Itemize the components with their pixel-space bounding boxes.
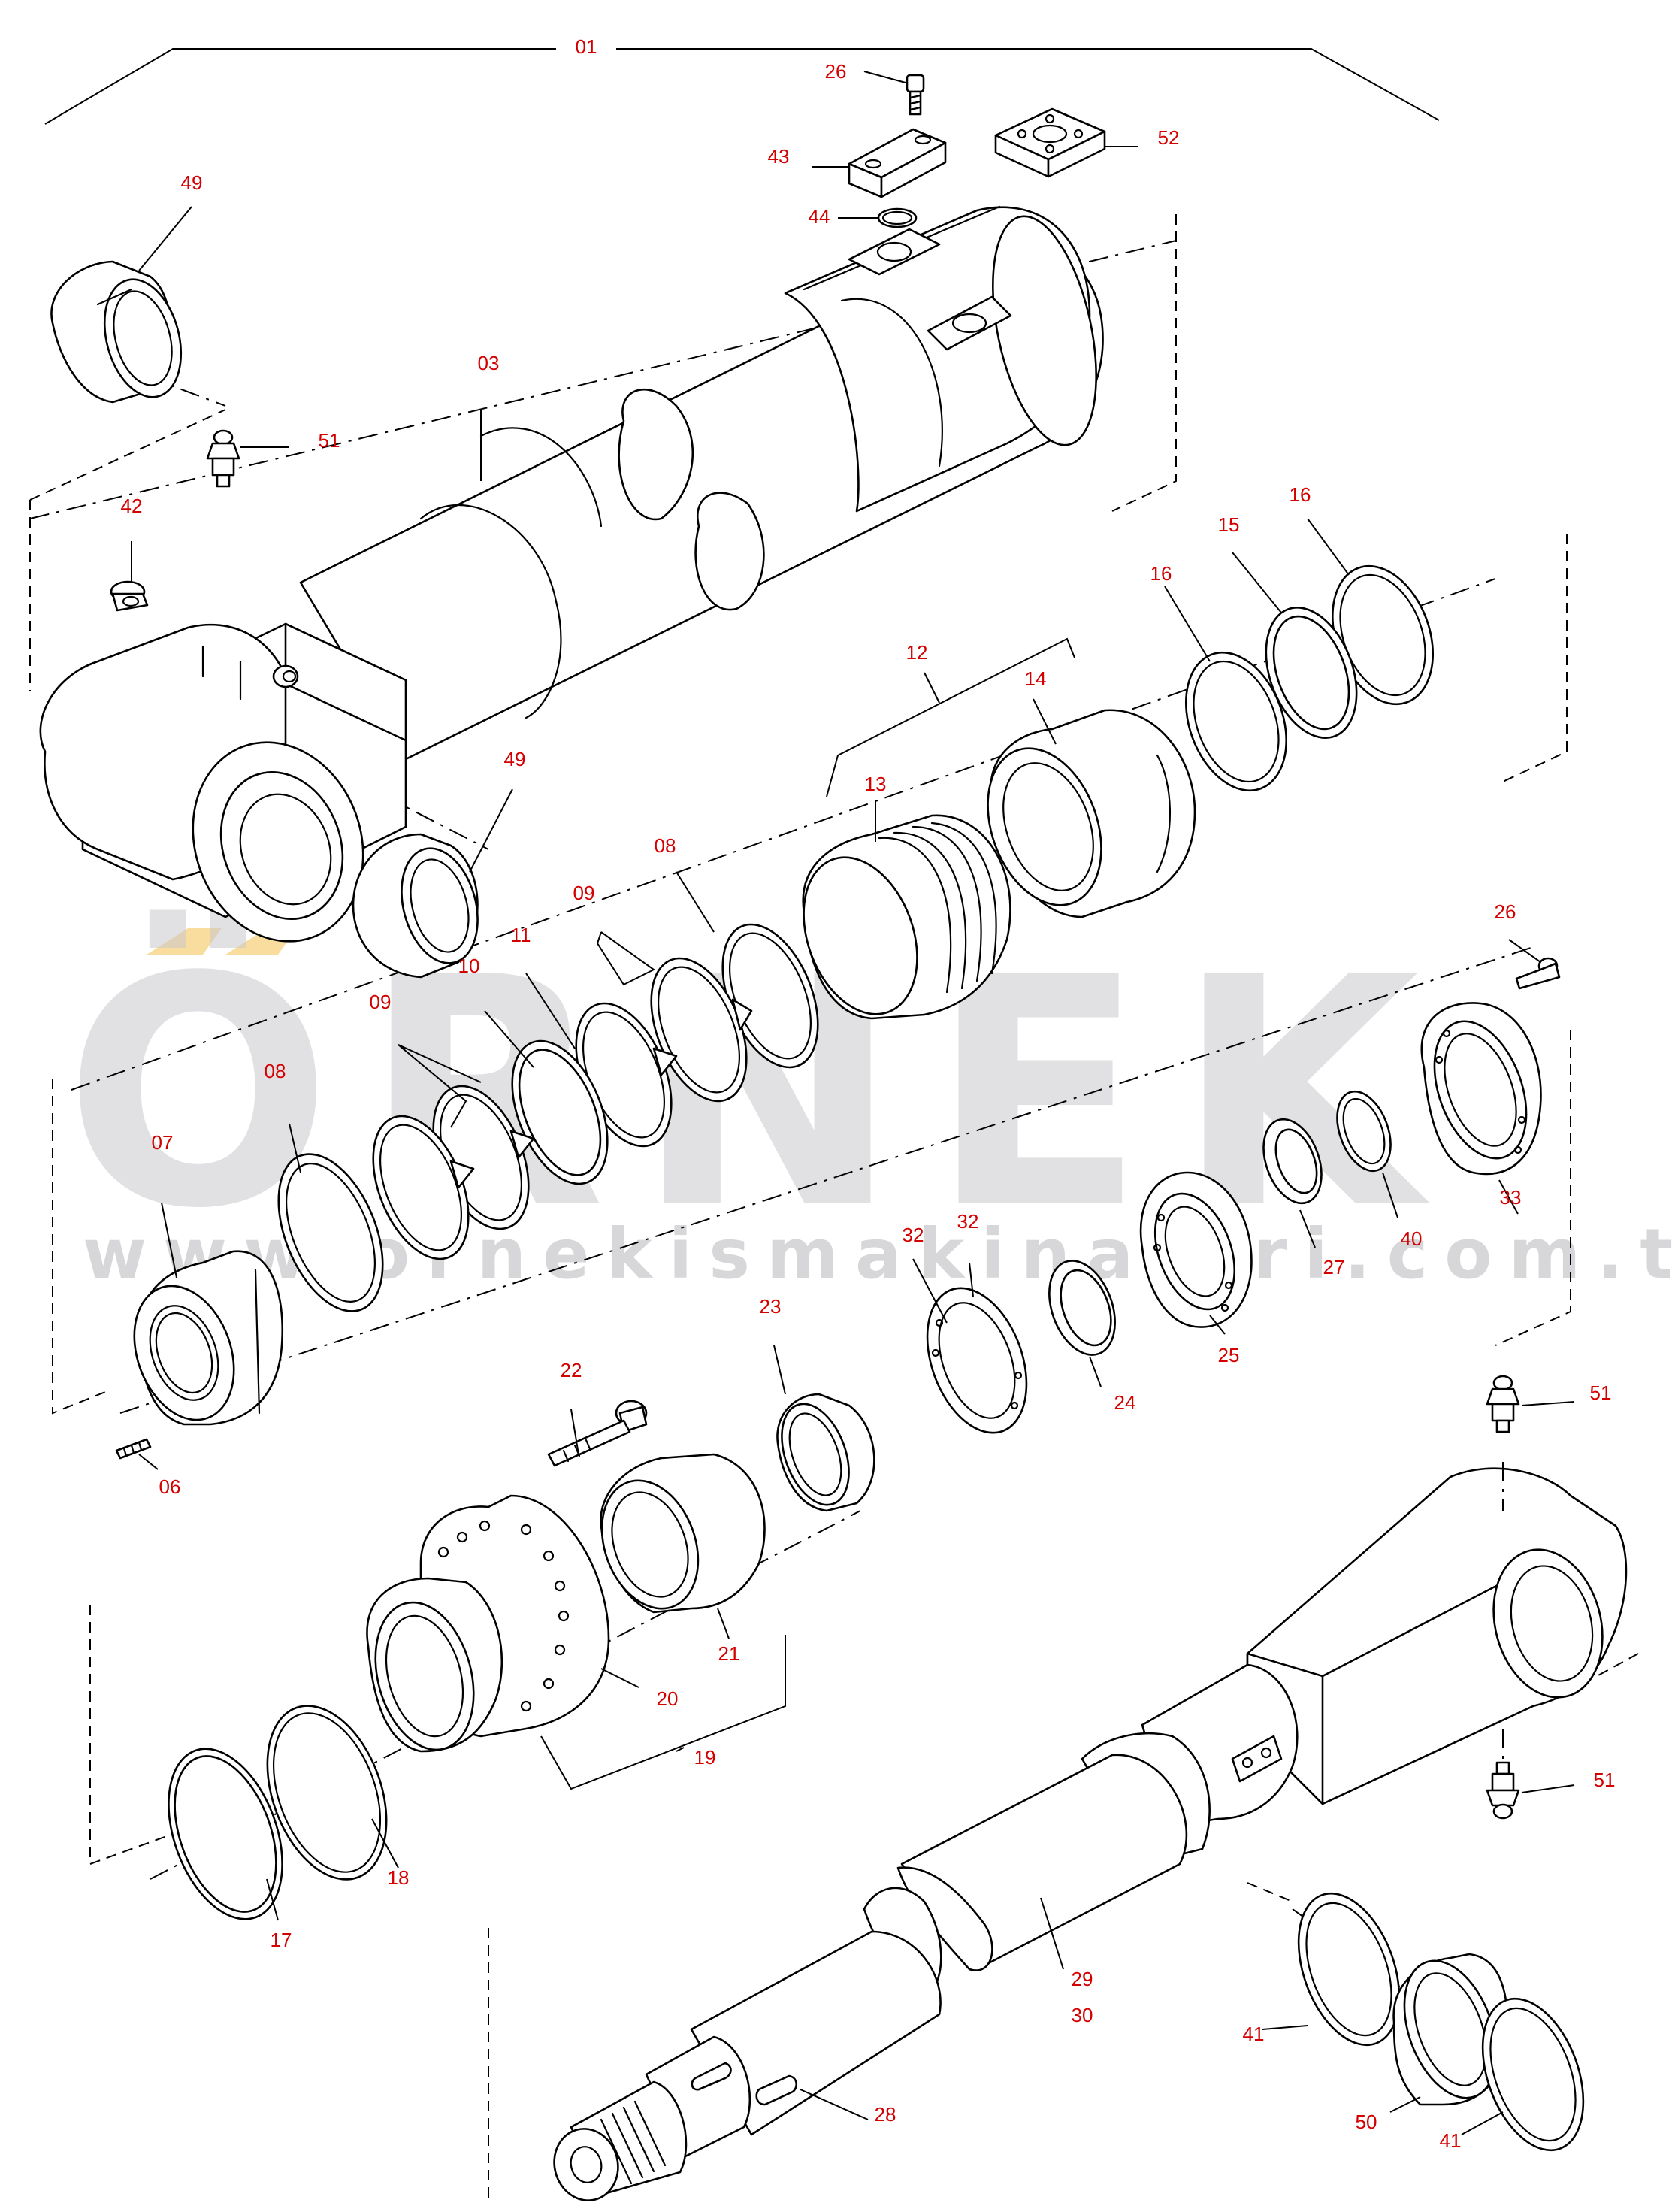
group-frames [29,214,1639,2202]
callout-16-left: 16 [1150,562,1172,585]
callout-40: 40 [1401,1227,1423,1250]
callout-20: 20 [657,1687,679,1710]
part-33-flange [1420,1002,1542,1176]
part-25-gland-flange [1139,1171,1253,1328]
callout-14: 14 [1025,667,1047,690]
callout-09-lower: 09 [370,991,392,1013]
part-51-grease-nipple-top [206,429,240,488]
callout-18: 18 [388,1866,410,1889]
part-41-seal-upper [1297,1892,1401,2047]
callout-44: 44 [809,205,830,228]
part-21-bushing [600,1453,766,1614]
callout-03: 03 [478,352,500,374]
callout-51-right-bottom: 51 [1594,1769,1616,1791]
callout-09-upper: 09 [573,882,595,904]
callout-52: 52 [1158,126,1180,149]
part-16-seal-left [1184,651,1288,792]
callout-30: 30 [1072,2004,1093,2026]
callout-08-upper: 08 [655,834,676,857]
part-49-top-bushing [50,260,183,404]
assembly-bracket-19 [540,1635,786,1790]
callout-32-right: 32 [957,1210,979,1233]
part-41-seal-lower [1481,1997,1585,2152]
callout-17: 17 [271,1929,292,1951]
part-15-seal [1265,607,1358,739]
part-50-pin-bushing [1392,1953,1509,2106]
callout-25: 25 [1218,1344,1240,1366]
part-51-grease-nipple-right-bottom [1486,1761,1520,1820]
callout-32-left: 32 [903,1224,924,1246]
callout-08-lower: 08 [265,1060,286,1082]
part-51-grease-nipple-right-top [1486,1375,1520,1433]
part-26-top-bolt [906,74,925,116]
part-23-bushing [776,1393,875,1512]
part-27-wiper [1262,1118,1323,1205]
watermark-accent-mark-left [147,928,222,955]
leader-lines [131,71,1575,2135]
callout-labels: 01 26 43 52 44 49 03 51 42 16 15 16 12 1… [121,35,1616,2152]
callout-51-top: 51 [319,429,340,452]
part-07-piston-nut [133,1250,283,1426]
callout-15: 15 [1218,513,1240,536]
callout-50: 50 [1356,2111,1377,2133]
callout-26-top: 26 [825,60,847,83]
part-22-bolt [547,1400,648,1467]
callout-01: 01 [576,35,597,58]
callout-19: 19 [694,1746,716,1769]
callout-41-upper: 41 [1243,2023,1265,2045]
part-52-flange-plate [994,107,1106,178]
part-49-mid-bushing [352,833,479,979]
callout-27: 27 [1323,1256,1345,1278]
part-26-bolt-right [1515,957,1561,990]
callout-06: 06 [159,1475,181,1498]
callout-42: 42 [121,495,143,517]
part-09-ring-lower [372,1085,535,1260]
part-29-piston-rod [553,1462,1628,2201]
callout-11: 11 [511,924,531,946]
part-17-seal [168,1748,283,1920]
part-42-plug [110,580,149,612]
callout-22: 22 [561,1359,582,1381]
callout-10: 10 [458,955,480,977]
part-28-key [755,2074,797,2106]
callout-43: 43 [768,145,790,168]
part-09-ring-upper [650,957,753,1103]
part-40-seal [1336,1090,1392,1173]
part-32-shim-plate [926,1287,1028,1434]
part-06-set-screw [115,1438,152,1460]
callout-16-right: 16 [1290,483,1311,506]
assembly-bracket-12 [826,637,1075,797]
callout-26-right: 26 [1495,900,1516,923]
callout-21: 21 [718,1642,740,1665]
callout-07: 07 [152,1131,174,1154]
part-43-block [848,128,947,198]
callout-49-mid: 49 [504,748,526,770]
part-10-ring [511,1039,609,1185]
callout-29: 29 [1072,1968,1093,1990]
part-24-seal [1048,1260,1116,1356]
callout-23: 23 [760,1295,782,1318]
callout-33: 33 [1500,1186,1522,1209]
callout-12: 12 [906,641,928,664]
part-44-o-ring [877,207,918,228]
part-13-piston [802,814,1011,1020]
part-14-piston-bushing [987,709,1196,918]
part-20-gland-head [366,1494,610,1753]
assembly-bracket-01 [44,48,1440,125]
callout-51-right-top: 51 [1590,1381,1612,1404]
callout-24: 24 [1114,1391,1136,1414]
part-08-ring-lower [277,1153,384,1312]
part-03-cylinder-barrel [39,205,1104,943]
callout-28: 28 [875,2103,896,2126]
callout-49-top: 49 [181,171,203,194]
callout-41-lower: 41 [1440,2129,1462,2152]
part-18-seal [266,1705,388,1881]
callout-13: 13 [865,773,887,795]
